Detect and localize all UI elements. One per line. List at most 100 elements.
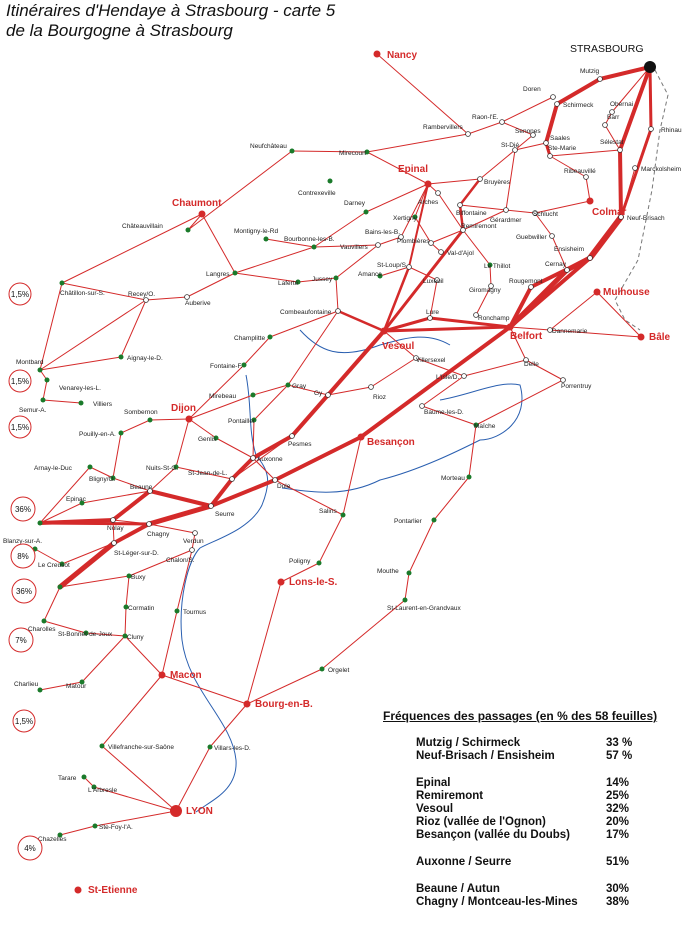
place-label: Dannemarie — [552, 328, 588, 335]
road-segment — [145, 296, 188, 301]
road-segment — [549, 149, 621, 157]
town-marker — [174, 608, 180, 614]
place-label: Charlieu — [14, 681, 39, 688]
town-marker — [285, 382, 291, 388]
main-route-segment — [508, 285, 533, 329]
place-label: Rougemont — [509, 278, 543, 285]
place-label: Charolles — [28, 626, 56, 633]
road-segment — [34, 548, 63, 565]
junction-marker — [461, 373, 467, 379]
legend-row-label: Mutzig / Schirmeck — [416, 737, 521, 749]
town-marker — [59, 280, 65, 286]
town-marker — [267, 334, 273, 340]
road-segment — [379, 266, 410, 277]
road-segment — [175, 746, 211, 812]
place-label: Auberive — [185, 300, 211, 307]
percent-badge — [12, 709, 36, 733]
road-segment — [59, 575, 130, 588]
place-label: Nolay — [107, 525, 124, 532]
place-label: Salins — [319, 508, 337, 515]
percent-badge — [8, 369, 32, 393]
town-marker — [289, 148, 295, 154]
road-segment — [366, 133, 469, 153]
place-label: Montigny-le-Rd — [234, 228, 278, 235]
map-title: Itinéraires d'Hendaye à Strasbourg - car… — [6, 1, 336, 20]
junction-marker — [419, 403, 425, 409]
road-segment — [186, 272, 236, 298]
road-segment — [101, 674, 163, 747]
place-label: L'Arbresle — [88, 787, 117, 794]
town-marker — [340, 512, 346, 518]
road-segment — [534, 212, 553, 237]
place-label: Mutzig — [580, 68, 600, 75]
place-label: Morteau — [441, 475, 465, 482]
road-segment — [209, 703, 248, 748]
place-label: Giromagny — [469, 287, 502, 294]
place-label: Matour — [66, 683, 87, 690]
road-segment — [252, 419, 255, 459]
road-segment — [415, 357, 465, 377]
junction-marker — [189, 547, 195, 553]
town-marker — [78, 400, 84, 406]
junction-marker — [325, 392, 331, 398]
junction-marker — [554, 101, 560, 107]
road-segment — [342, 436, 362, 516]
place-label: Châteauvillain — [122, 223, 163, 230]
town-marker — [319, 666, 325, 672]
place-label: Bourbonne-les-B. — [284, 236, 335, 243]
place-label: Colmar — [592, 207, 627, 218]
place-label: Blanzy-sur-A. — [3, 538, 42, 545]
city-marker — [373, 50, 381, 58]
road-segment — [39, 466, 91, 524]
place-label: Raon-l'E. — [472, 114, 499, 121]
place-label: St-Dié — [501, 142, 519, 149]
town-marker — [466, 474, 472, 480]
place-label: Le Thillot — [484, 263, 510, 270]
place-label: Vesoul — [382, 341, 414, 352]
town-marker — [402, 597, 408, 603]
road-segment — [124, 606, 127, 637]
town-marker — [147, 417, 153, 423]
place-label: Bourg-en-B. — [255, 699, 313, 710]
road-segment — [39, 502, 83, 524]
junction-marker — [473, 312, 479, 318]
road-segment — [125, 575, 130, 608]
road-segment — [161, 674, 248, 705]
main-route-segment — [209, 477, 234, 508]
percent-badge-label: 1,5% — [15, 717, 33, 726]
road-segment — [509, 326, 551, 331]
city-marker — [586, 197, 594, 205]
place-label: Villersexel — [416, 357, 446, 364]
junction-marker — [550, 94, 556, 100]
road-segment — [89, 466, 114, 479]
main-route-segment — [382, 316, 432, 333]
city-marker — [637, 333, 645, 341]
junction-marker — [597, 76, 603, 82]
junction-marker — [609, 109, 615, 115]
road-segment — [39, 282, 63, 371]
junction-marker — [512, 147, 518, 153]
place-label: Biffontaine — [456, 210, 487, 217]
town-marker — [126, 573, 132, 579]
road-segment — [514, 134, 534, 151]
place-label: Dijon — [171, 403, 196, 414]
road-segment — [335, 277, 339, 312]
main-route-segment — [544, 102, 559, 145]
place-label: Combeaufontaine — [280, 309, 332, 316]
place-label: St-Loup/S. — [377, 262, 408, 269]
place-label: St-Etienne — [88, 885, 138, 896]
legend-row-label: Beaune / Autun — [416, 883, 500, 895]
town-marker — [295, 279, 301, 285]
road-segment — [243, 336, 271, 366]
main-route-segment — [111, 489, 152, 522]
place-label: Arches — [418, 199, 439, 206]
junction-marker — [428, 240, 434, 246]
road-segment — [427, 178, 481, 185]
legend-row-label: Besançon (vallée du Doubs) — [416, 829, 571, 841]
junction-marker — [587, 255, 593, 261]
junction-marker — [111, 540, 117, 546]
city-marker — [243, 700, 251, 708]
junction-marker — [457, 202, 463, 208]
town-marker — [91, 784, 97, 790]
junction-marker — [477, 176, 483, 182]
